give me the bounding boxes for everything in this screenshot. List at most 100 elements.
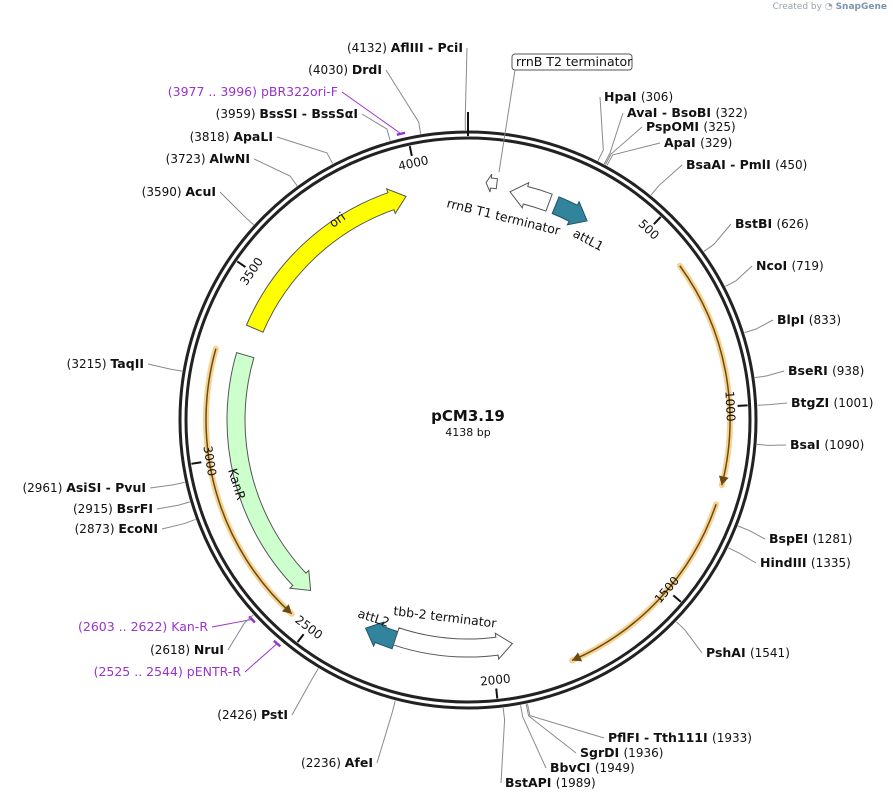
site-hindiii[interactable]: HindIII (1335) xyxy=(728,547,851,570)
feature-ori[interactable] xyxy=(245,188,407,333)
tick-label-4000: 4000 xyxy=(397,153,430,173)
site-pflfi-tth111i[interactable]: PflFI - Tth111I (1933) xyxy=(526,703,752,745)
site-label: (2873) EcoNI xyxy=(75,521,158,536)
site-bsssi-bsss-i[interactable]: (3959) BssSI - BssSαI xyxy=(216,106,391,141)
site-nrui[interactable]: (2618) NruI xyxy=(150,614,254,657)
site-label: (2426) PstI xyxy=(217,707,288,722)
site-position: (1335) xyxy=(811,556,851,570)
site-name: ApaLI xyxy=(233,129,273,144)
plasmid-name: pCM3.19 xyxy=(431,407,505,425)
orf-arrowhead xyxy=(572,652,583,662)
site-name: BstAPI xyxy=(505,775,556,790)
site-blpi[interactable]: BlpI (833) xyxy=(744,312,842,334)
site-afei[interactable]: (2236) AfeI xyxy=(301,700,396,770)
orf-2[interactable] xyxy=(569,501,720,664)
site-ncoi[interactable]: NcoI (719) xyxy=(725,258,824,287)
feature-tbb-2-terminator[interactable] xyxy=(392,627,514,661)
rrnb-t2-leader xyxy=(498,69,516,173)
site-bsai[interactable]: BsaI (1090) xyxy=(756,437,864,452)
site-name: DrdI xyxy=(352,62,382,77)
site-apai[interactable]: ApaI (329) xyxy=(606,135,732,166)
site-leader xyxy=(650,164,683,196)
site-bstapi[interactable]: BstAPI (1989) xyxy=(500,707,596,790)
site-avai-bsobi[interactable]: AvaI - BsoBI (322) xyxy=(603,105,748,165)
site-psti[interactable]: (2426) PstI xyxy=(217,668,319,722)
tick-mark-2500 xyxy=(296,633,305,643)
site-position: (329) xyxy=(700,136,732,150)
site-name: PflFI - Tth111I xyxy=(608,730,712,745)
site-bbvci[interactable]: BbvCI (1949) xyxy=(520,705,635,775)
site-leader xyxy=(500,707,506,784)
feature-rrnb-t1-terminator[interactable] xyxy=(509,181,553,212)
feature-rrnb-t2-terminator[interactable] xyxy=(485,173,499,193)
tick-mark-2000 xyxy=(495,688,499,699)
site-bspei[interactable]: BspEI (1281) xyxy=(737,525,852,546)
site-position: (1933) xyxy=(712,731,752,745)
primer-pbr322ori-f[interactable]: (3977 .. 3996) pBR322ori-F xyxy=(168,84,406,136)
site-bstbi[interactable]: BstBI (626) xyxy=(703,216,809,252)
site-name: PstI xyxy=(261,707,288,722)
feature-attl1[interactable] xyxy=(551,196,588,226)
site-asisi-pvui[interactable]: (2961) AsiSI - PvuI xyxy=(22,480,185,495)
site-econi[interactable]: (2873) EcoNI xyxy=(75,518,196,536)
site-leader xyxy=(703,223,732,252)
feature-layer xyxy=(226,173,588,661)
site-name: HpaI xyxy=(604,89,641,104)
rrnb-t2-label-box xyxy=(511,53,633,71)
site-leader xyxy=(291,668,319,716)
site-pshai[interactable]: PshAI (1541) xyxy=(676,621,790,660)
site-alwni[interactable]: (3723) AlwNI xyxy=(166,151,298,186)
site-label: NcoI (719) xyxy=(756,258,824,273)
site-leader xyxy=(757,402,788,406)
site-bsrfi[interactable]: (2915) BsrFI xyxy=(73,501,190,516)
site-label: PflFI - Tth111I (1933) xyxy=(608,730,752,745)
primer-kan-r[interactable]: (2603 .. 2622) Kan-R xyxy=(78,615,256,634)
orf-1[interactable] xyxy=(676,262,733,489)
snapgene-watermark: Created by ◔ SnapGene xyxy=(772,2,887,12)
site-pspomi[interactable]: PspOMI (325) xyxy=(604,119,736,165)
site-leader xyxy=(676,621,703,654)
site-name: BlpI xyxy=(777,312,809,327)
site-label: (3818) ApaLI xyxy=(190,129,273,144)
site-leader xyxy=(756,443,787,446)
backbone-inner-strand xyxy=(184,136,752,704)
site-leader xyxy=(276,136,334,164)
site-taqii[interactable]: (3215) TaqII xyxy=(67,356,183,372)
site-label: BsaI (1090) xyxy=(790,437,864,452)
site-apali[interactable]: (3818) ApaLI xyxy=(190,129,334,164)
site-position: (1001) xyxy=(834,396,874,410)
feature-kanr[interactable] xyxy=(226,352,312,592)
site-position: (2873) xyxy=(75,522,119,536)
site-acui[interactable]: (3590) AcuI xyxy=(142,184,254,226)
site-leader xyxy=(725,265,753,287)
site-btgzi[interactable]: BtgZI (1001) xyxy=(757,395,874,410)
tick-mark-4000 xyxy=(408,145,413,157)
site-name: BsrFI xyxy=(117,501,153,516)
tick-label-2000: 2000 xyxy=(479,672,511,689)
site-name: TaqII xyxy=(110,356,144,371)
site-drdi[interactable]: (4030) DrdI xyxy=(308,62,422,134)
site-label: BsaAI - PmlI (450) xyxy=(686,157,807,172)
site-sgrdi[interactable]: SgrDI (1936) xyxy=(525,704,663,760)
site-label: (3723) AlwNI xyxy=(166,151,250,166)
site-position: (2426) xyxy=(217,708,261,722)
tick-mark-3500 xyxy=(236,260,247,268)
site-position: (2961) xyxy=(22,481,66,495)
site-label: (4030) DrdI xyxy=(308,62,382,77)
orf-arrowhead xyxy=(281,604,292,614)
site-label: (3590) AcuI xyxy=(142,184,216,199)
tbb2-terminator-label: tbb-2 terminator xyxy=(393,603,499,631)
orf-3[interactable] xyxy=(203,345,295,617)
site-bsaai-pmli[interactable]: BsaAI - PmlI (450) xyxy=(650,157,807,196)
site-label: PshAI (1541) xyxy=(706,645,790,660)
site-name: AflIII - PciI xyxy=(391,40,463,55)
site-hpai[interactable]: HpaI (306) xyxy=(597,89,673,161)
primer-pentr-r[interactable]: (2525 .. 2544) pENTR-R xyxy=(94,639,282,679)
orf-glow xyxy=(569,501,720,664)
site-leader xyxy=(606,142,661,166)
site-name: AlwNI xyxy=(209,151,250,166)
site-afliii-pcii[interactable]: (4132) AflIII - PciI xyxy=(347,40,468,131)
feature-attl2[interactable] xyxy=(364,621,399,650)
site-leader xyxy=(728,547,757,564)
site-bseri[interactable]: BseRI (938) xyxy=(754,363,864,379)
